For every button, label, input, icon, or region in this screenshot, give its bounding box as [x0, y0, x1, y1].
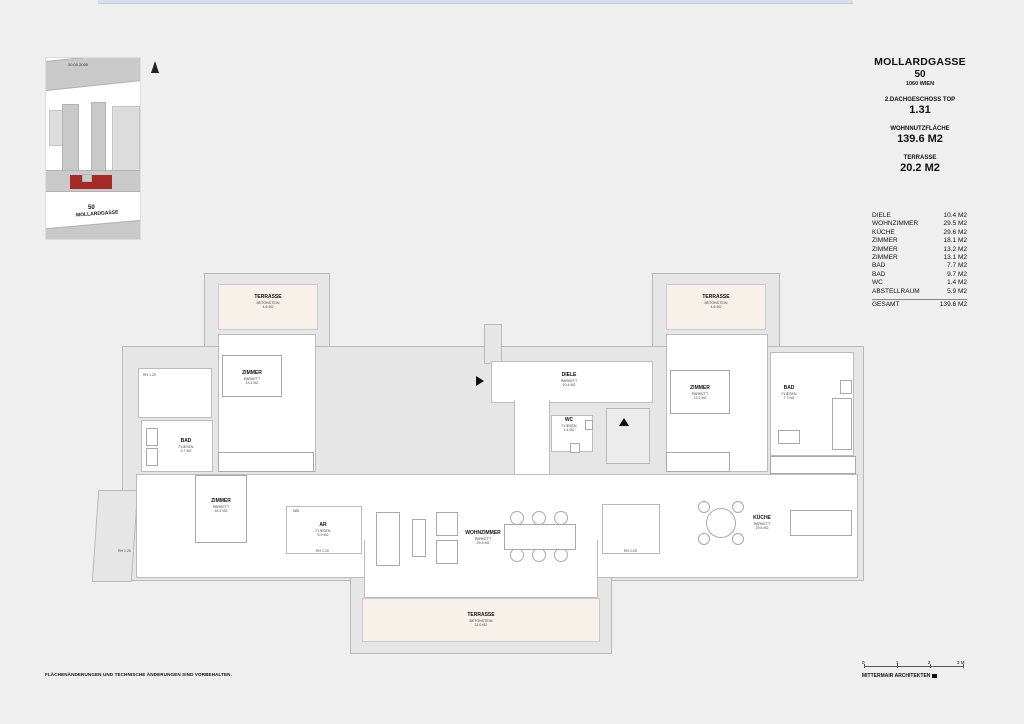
- label-bad-w: BAD FLIESEN 9.7 M2: [178, 438, 194, 453]
- label-terrasse-nw: TERRASSE BETONSTEIN 4.6 M2: [254, 294, 282, 309]
- terrace-northeast: [666, 284, 766, 330]
- unit-info-panel: MOLLARDGASSE 50 1060 WIEN 2.DACHGESCHOSS…: [862, 56, 978, 174]
- floor-label: 2.DACHGESCHOSS TOP: [884, 97, 956, 103]
- wc-toilet: [570, 443, 580, 453]
- chair: [554, 548, 568, 562]
- label-ar: AR FLIESEN 5.9 M2: [315, 522, 331, 537]
- dining-table: [504, 524, 576, 550]
- coffee-table: [412, 519, 426, 557]
- chair: [554, 511, 568, 525]
- label-diele: DIELE PARKETT 10.4 M2: [560, 372, 578, 387]
- kitchen-chair: [732, 533, 744, 545]
- armchair-1: [436, 512, 458, 536]
- chair: [510, 511, 524, 525]
- street-name: MOLLARDGASSE: [874, 56, 966, 68]
- kitchen-chair: [698, 501, 710, 513]
- top-bar: [98, 0, 853, 4]
- kitchen-chair: [698, 533, 710, 545]
- site-plan: 30.05.2005 50 MOLLARDGASSE: [45, 57, 141, 240]
- tag-wm: WM: [293, 509, 300, 513]
- terrace-south: [362, 598, 600, 642]
- tag-rh: RH 1.20: [316, 549, 329, 553]
- site-plan-number: 50: [88, 205, 95, 211]
- label-wohnzimmer: WOHNZIMMER PARKETT 29.5 M2: [465, 530, 501, 545]
- sofa: [376, 512, 400, 566]
- tag-rh: RH 1.20: [143, 373, 156, 377]
- architect-credit: MITTERMAIR ARCHITEKTEN: [862, 673, 938, 679]
- label-terrasse-s: TERRASSE BETONSTEIN 11.0 M2: [467, 612, 495, 627]
- kitchen-chair: [732, 501, 744, 513]
- city: 1060 WIEN: [905, 81, 935, 87]
- tag-rh: RH 1.20: [118, 549, 131, 553]
- label-zimmer-nw: ZIMMER PARKETT 13.1 M2: [242, 370, 262, 385]
- elevator-arrow-icon: [619, 418, 629, 426]
- chair: [532, 548, 546, 562]
- chair: [532, 511, 546, 525]
- site-plan-date: 30.05.2005: [68, 62, 89, 67]
- round-table: [706, 508, 736, 538]
- room-ar: [286, 506, 362, 554]
- site-plan-unit-highlight: [70, 175, 112, 189]
- terrace-label: TERRASSE: [903, 155, 937, 161]
- living-area-label: WOHNNUTZFLÄCHE: [890, 126, 950, 132]
- bed-sw: [195, 475, 247, 543]
- bed-ne: [670, 370, 730, 414]
- label-bad-e: BAD FLIESEN 7.7 M2: [781, 385, 797, 400]
- disclaimer: FLÄCHENÄNDERUNGEN UND TECHNISCHE ÄNDERUN…: [45, 672, 232, 677]
- label-zimmer-ne: ZIMMER PARKETT 13.2 M2: [690, 385, 710, 400]
- unit-number: 1.31: [909, 104, 931, 116]
- wardrobe-nw: [218, 452, 314, 472]
- terrace-northwest: [218, 284, 318, 330]
- street-number: 50: [914, 69, 926, 80]
- room-storage-w: [138, 368, 212, 418]
- bed-nw: [222, 355, 282, 397]
- label-kueche: KÜCHE PARKETT 29.6 M2: [753, 515, 771, 530]
- armchair-2: [436, 540, 458, 564]
- label-terrasse-ne: TERRASSE BETONSTEIN 4.6 M2: [702, 294, 730, 309]
- room-diele-corridor: [514, 400, 550, 478]
- terrace-area-value: 20.2 M2: [900, 162, 940, 174]
- tag-rh: RH 1.20: [624, 549, 637, 553]
- north-arrow-icon: [151, 61, 159, 73]
- bath-w-fixture-2: [146, 448, 158, 466]
- bathtub-e: [832, 398, 852, 450]
- bath-w-fixture: [146, 428, 158, 446]
- wardrobe-ne: [666, 452, 730, 472]
- label-wc: WC FLIESEN 1.4 M2: [561, 417, 577, 432]
- architect-logo-icon: [932, 673, 938, 678]
- kitchen-island: [790, 510, 852, 536]
- kitchen-counter: [770, 456, 856, 474]
- chair: [510, 548, 524, 562]
- scale-bar: 0 1 2 3 M: [862, 660, 967, 680]
- label-zimmer-sw: ZIMMER PARKETT 18.1 M2: [211, 498, 231, 513]
- room-diele: [491, 361, 653, 403]
- wc-sink: [585, 420, 593, 430]
- toilet-e: [840, 380, 852, 394]
- living-area-value: 139.6 M2: [897, 133, 943, 145]
- sink-e: [778, 430, 800, 444]
- entrance-arrow-icon: [476, 376, 484, 386]
